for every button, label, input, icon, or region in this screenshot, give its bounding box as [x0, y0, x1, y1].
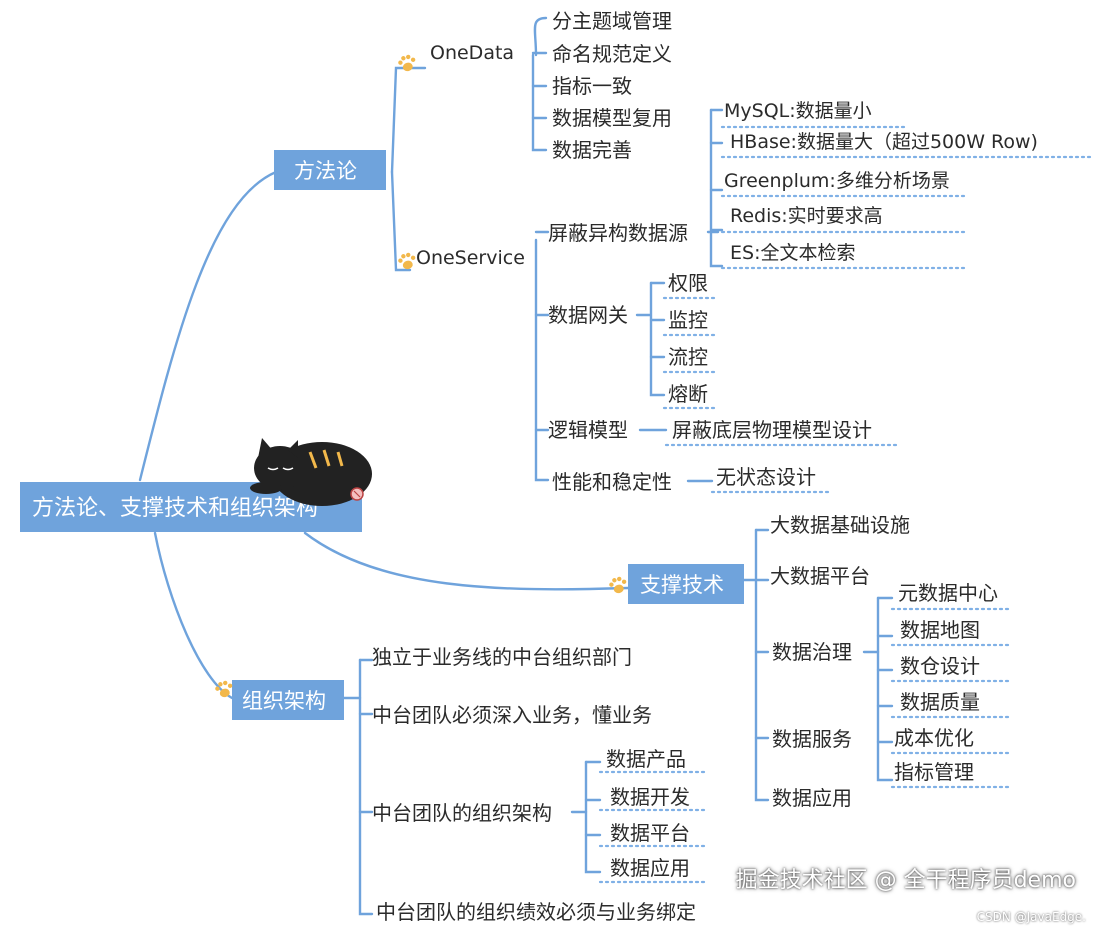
- onedata-label: OneData: [430, 42, 514, 64]
- performance-label: 性能和稳定性: [552, 470, 672, 494]
- onedata-item: 数据模型复用: [552, 106, 672, 130]
- dotted-underlines: [598, 125, 1096, 884]
- gateway-item: 熔断: [668, 382, 708, 406]
- org-node: 组织架构: [232, 680, 344, 720]
- gateway-item: 权限: [668, 271, 708, 295]
- logic-model-item: 屏蔽底层物理模型设计: [672, 418, 872, 442]
- onedata-item: 指标一致: [552, 74, 632, 98]
- methodology-node: 方法论: [274, 150, 386, 190]
- support-item: 大数据基础设施: [770, 513, 910, 537]
- data-app-label: 数据应用: [772, 786, 852, 810]
- performance-item: 无状态设计: [716, 465, 816, 489]
- onedata-item: 数据完善: [552, 138, 632, 162]
- support-item: 大数据平台: [770, 564, 870, 588]
- connector-lines: [138, 16, 894, 916]
- datasource-item: MySQL:数据量小: [724, 100, 872, 122]
- data-service-label: 数据服务: [772, 727, 852, 751]
- watermark: 掘金技术社区 @ 全干程序员demo: [735, 868, 1076, 893]
- org-item: 中台团队的组织绩效必须与业务绑定: [376, 900, 696, 924]
- org-structure-item: 数据应用: [610, 856, 690, 880]
- org-structure-item: 数据平台: [610, 821, 690, 845]
- methodology-label: 方法论: [294, 159, 357, 183]
- governance-item: 数据地图: [900, 618, 980, 642]
- support-node: 支撑技术: [628, 564, 744, 604]
- oneservice-label: OneService: [416, 247, 525, 269]
- datasource-item: Redis:实时要求高: [730, 205, 883, 227]
- onedata-item: 命名规范定义: [552, 42, 672, 66]
- datasource-item: ES:全文本检索: [730, 242, 855, 264]
- governance-label: 数据治理: [772, 640, 852, 664]
- governance-item: 数仓设计: [900, 654, 980, 678]
- sleeping-cat-icon: [250, 438, 372, 506]
- org-label: 组织架构: [242, 689, 326, 713]
- governance-item: 成本优化: [894, 726, 974, 750]
- watermark-sub: CSDN @JavaEdge.: [976, 910, 1086, 924]
- org-item: 独立于业务线的中台组织部门: [372, 645, 632, 669]
- org-structure-item: 数据产品: [606, 747, 686, 771]
- onedata-item: 分主题域管理: [552, 9, 672, 33]
- org-structure-item: 数据开发: [610, 785, 690, 809]
- governance-item: 指标管理: [894, 760, 974, 784]
- logic-model-label: 逻辑模型: [548, 418, 628, 442]
- datasource-item: Greenplum:多维分析场景: [724, 170, 950, 192]
- gateway-label: 数据网关: [548, 303, 628, 327]
- org-structure-label: 中台团队的组织架构: [372, 801, 552, 825]
- support-label: 支撑技术: [640, 573, 724, 597]
- root-node: 方法论、支撑技术和组织架构: [20, 482, 362, 532]
- governance-item: 数据质量: [900, 690, 980, 714]
- shield-label: 屏蔽异构数据源: [548, 221, 688, 245]
- org-item: 中台团队必须深入业务，懂业务: [372, 703, 652, 727]
- datasource-item: HBase:数据量大（超过500W Row): [730, 131, 1038, 153]
- root-label: 方法论、支撑技术和组织架构: [32, 496, 318, 521]
- gateway-item: 监控: [668, 308, 708, 332]
- text-nodes: OneData 分主题域管理 命名规范定义 指标一致 数据模型复用 数据完善 O…: [372, 9, 1038, 924]
- governance-item: 元数据中心: [898, 581, 998, 605]
- gateway-item: 流控: [668, 345, 708, 369]
